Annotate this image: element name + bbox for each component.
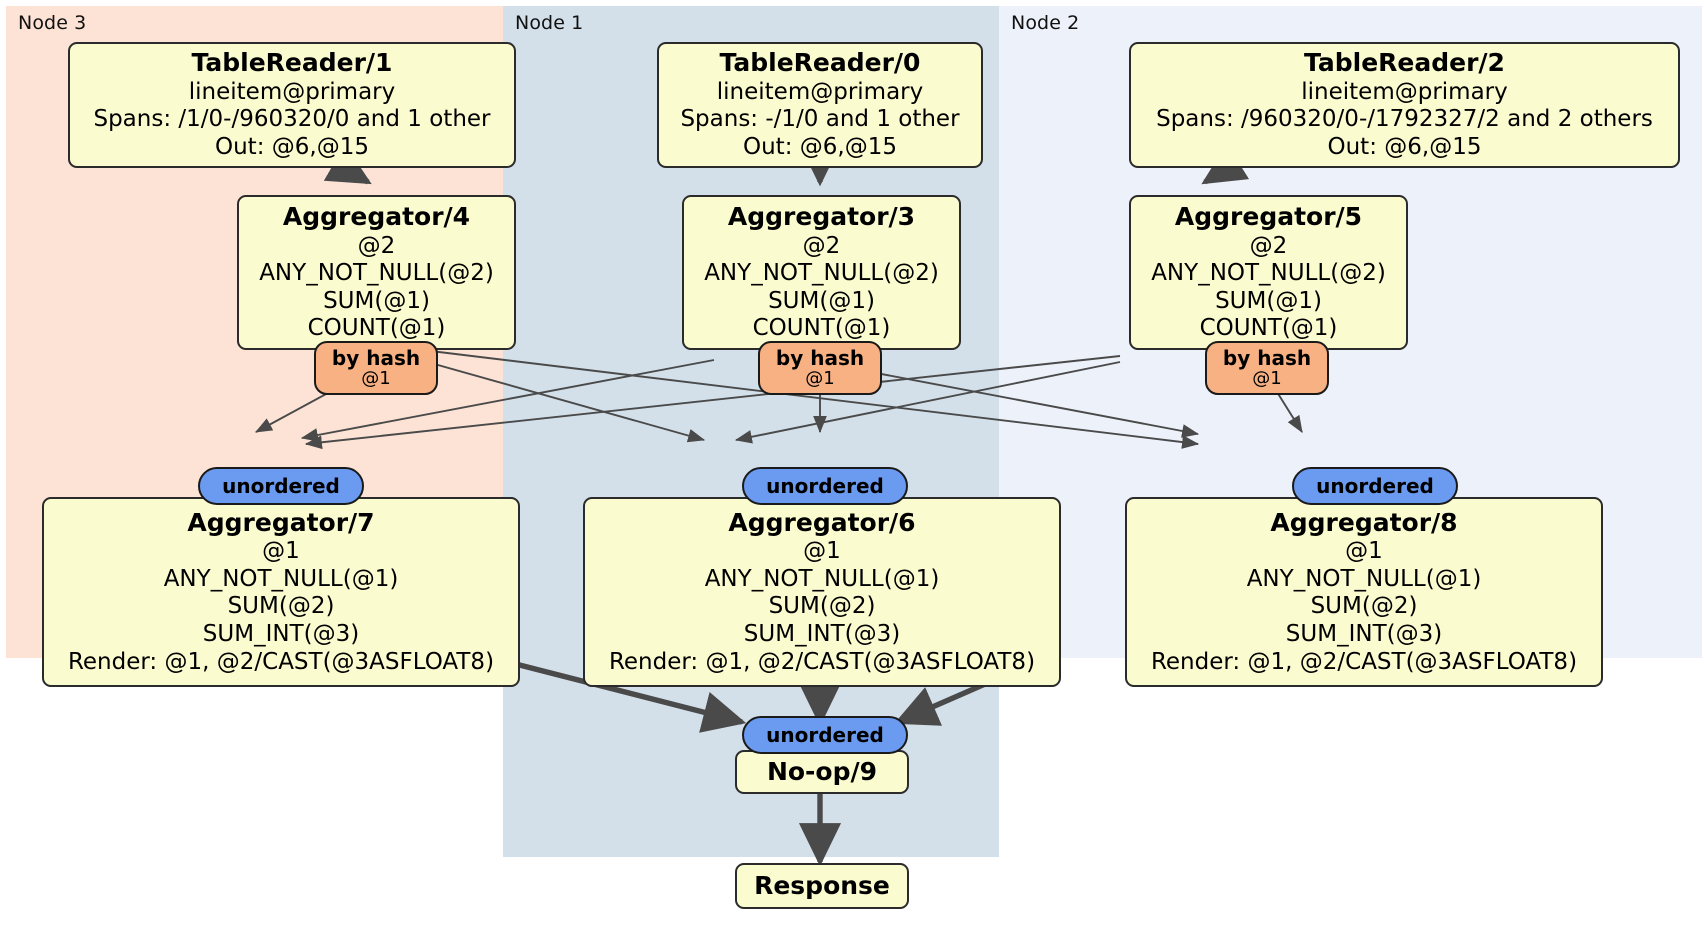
region-node2-label: Node 2 xyxy=(1011,12,1080,34)
router-label: by hash xyxy=(775,346,865,371)
node-line: SUM(@2) xyxy=(227,593,335,620)
node-tablereader-1[interactable]: TableReader/1 lineitem@primary Spans: /1… xyxy=(68,42,516,168)
node-line: Render: @1, @2/CAST(@3ASFLOAT8) xyxy=(1150,648,1578,675)
node-line: COUNT(@1) xyxy=(307,315,446,342)
node-title: No-op/9 xyxy=(766,756,878,786)
node-line: @2 xyxy=(1249,232,1288,259)
input-unordered-final[interactable]: unordered xyxy=(742,716,908,754)
node-line: SUM(@1) xyxy=(768,287,875,314)
node-line: Render: @1, @2/CAST(@3ASFLOAT8) xyxy=(67,648,495,675)
router-by-hash-center[interactable]: by hash @1 xyxy=(758,341,882,395)
input-label: unordered xyxy=(766,474,884,498)
router-label: by hash xyxy=(331,346,421,371)
node-line: @1 xyxy=(1345,538,1383,565)
input-unordered-left[interactable]: unordered xyxy=(198,467,364,505)
node-aggregator-5[interactable]: Aggregator/5 @2 ANY_NOT_NULL(@2) SUM(@1)… xyxy=(1129,195,1408,350)
node-line: Render: @1, @2/CAST(@3ASFLOAT8) xyxy=(608,648,1036,675)
node-line: SUM(@2) xyxy=(768,593,876,620)
node-line: @1 xyxy=(262,538,300,565)
node-line: ANY_NOT_NULL(@2) xyxy=(259,260,494,287)
router-by-hash-left[interactable]: by hash @1 xyxy=(314,341,438,395)
node-title: Aggregator/3 xyxy=(727,202,916,232)
node-title: TableReader/0 xyxy=(719,48,921,78)
input-unordered-center[interactable]: unordered xyxy=(742,467,908,505)
node-line: COUNT(@1) xyxy=(752,315,891,342)
node-noop-9[interactable]: No-op/9 xyxy=(735,750,909,794)
node-line: SUM(@1) xyxy=(323,287,430,314)
node-line: ANY_NOT_NULL(@1) xyxy=(163,565,399,592)
region-node3-label: Node 3 xyxy=(18,12,87,34)
node-tablereader-0[interactable]: TableReader/0 lineitem@primary Spans: -/… xyxy=(657,42,983,168)
node-line: ANY_NOT_NULL(@2) xyxy=(1151,260,1386,287)
node-title: TableReader/1 xyxy=(191,48,393,78)
node-line: lineitem@primary xyxy=(188,78,396,105)
router-by-hash-right[interactable]: by hash @1 xyxy=(1205,341,1329,395)
node-line: COUNT(@1) xyxy=(1199,315,1338,342)
node-line: Out: @6,@15 xyxy=(1327,134,1482,161)
node-line: Out: @6,@15 xyxy=(743,134,897,161)
node-title: Aggregator/5 xyxy=(1174,202,1363,232)
node-line: SUM_INT(@3) xyxy=(743,621,901,648)
region-node1-label: Node 1 xyxy=(515,12,584,34)
node-title: Aggregator/8 xyxy=(1270,507,1458,537)
node-line: ANY_NOT_NULL(@2) xyxy=(704,260,939,287)
node-aggregator-6[interactable]: Aggregator/6 @1 ANY_NOT_NULL(@1) SUM(@2)… xyxy=(583,497,1061,687)
input-label: unordered xyxy=(766,723,884,747)
router-column: @1 xyxy=(1252,368,1282,390)
node-response[interactable]: Response xyxy=(735,863,909,909)
node-line: SUM(@2) xyxy=(1310,593,1418,620)
node-line: @1 xyxy=(803,538,841,565)
router-column: @1 xyxy=(361,368,391,390)
node-line: Spans: -/1/0 and 1 other xyxy=(680,106,960,133)
node-line: SUM(@1) xyxy=(1215,287,1322,314)
node-line: ANY_NOT_NULL(@1) xyxy=(1246,565,1482,592)
node-line: SUM_INT(@3) xyxy=(1285,621,1443,648)
node-title: Aggregator/7 xyxy=(187,507,375,537)
node-line: SUM_INT(@3) xyxy=(202,621,360,648)
node-aggregator-4[interactable]: Aggregator/4 @2 ANY_NOT_NULL(@2) SUM(@1)… xyxy=(237,195,516,350)
node-line: lineitem@primary xyxy=(716,78,924,105)
node-title: TableReader/2 xyxy=(1304,48,1505,78)
node-line: @2 xyxy=(802,232,841,259)
node-aggregator-8[interactable]: Aggregator/8 @1 ANY_NOT_NULL(@1) SUM(@2)… xyxy=(1125,497,1603,687)
node-aggregator-7[interactable]: Aggregator/7 @1 ANY_NOT_NULL(@1) SUM(@2)… xyxy=(42,497,520,687)
node-line: Spans: /1/0-/960320/0 and 1 other xyxy=(93,106,491,133)
node-title: Aggregator/6 xyxy=(728,507,916,537)
node-line: ANY_NOT_NULL(@1) xyxy=(704,565,940,592)
router-label: by hash xyxy=(1222,346,1312,371)
node-tablereader-2[interactable]: TableReader/2 lineitem@primary Spans: /9… xyxy=(1129,42,1680,168)
node-line: lineitem@primary xyxy=(1301,78,1508,105)
router-column: @1 xyxy=(805,368,835,390)
input-unordered-right[interactable]: unordered xyxy=(1292,467,1458,505)
node-line: Spans: /960320/0-/1792327/2 and 2 others xyxy=(1156,106,1653,133)
node-aggregator-3[interactable]: Aggregator/3 @2 ANY_NOT_NULL(@2) SUM(@1)… xyxy=(682,195,961,350)
input-label: unordered xyxy=(1316,474,1434,498)
node-title: Aggregator/4 xyxy=(282,202,471,232)
node-line: Out: @6,@15 xyxy=(215,134,369,161)
node-line: @2 xyxy=(357,232,396,259)
input-label: unordered xyxy=(222,474,340,498)
node-title: Response xyxy=(754,870,890,900)
